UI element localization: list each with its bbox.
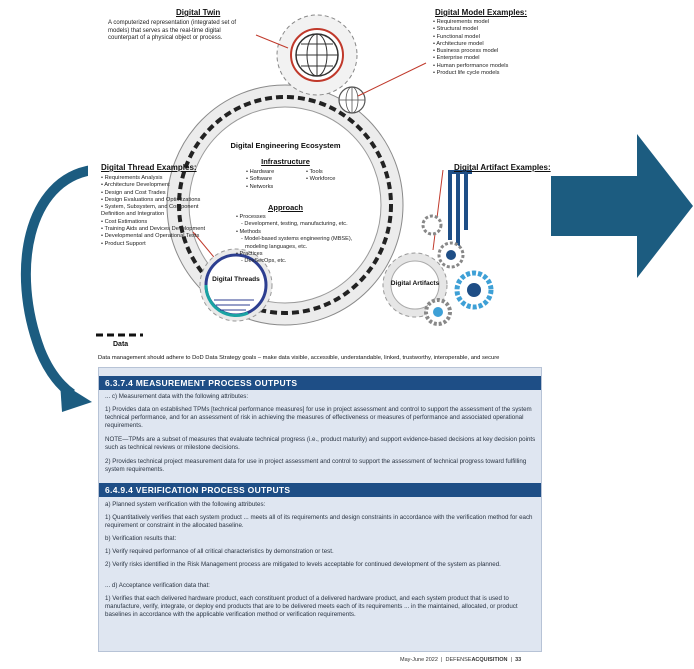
list-item: Architecture model [433,41,508,48]
list-item: Cost Estimations [101,219,213,226]
page-footer: May-June 2022 | DEFENSEACQUISITION | 33 [400,657,522,663]
approach-line: - Development, testing, manufacturing, e… [241,221,348,228]
approach-line: modeling languages, etc. [245,243,308,250]
digital-threads-label: Digital Threads [212,276,260,283]
list-item: Product life cycle models [433,70,508,77]
list-item: Design Evaluations and Optimizations [101,197,213,204]
list-item: Networks [246,184,274,191]
digital-thread-examples-list: Requirements Analysis Architecture Devel… [101,175,213,248]
diagram-graphics [96,14,494,337]
infrastructure-right-list: Tools Workforce [306,169,335,184]
measurement-section-title: 6.3.7.4 MEASUREMENT PROCESS OUTPUTS [99,376,541,390]
digital-artifact-examples-title: Digital Artifact Examples: [454,163,551,172]
digital-artifacts-label: Digital Artifacts [390,280,440,287]
measurement-p2: 1) Provides data on established TPMs [te… [105,406,532,429]
measurement-p1: ... c) Measurement data with the followi… [105,393,249,400]
approach-line: - Model-based systems engineering (MBSE)… [241,236,353,243]
footer-brand-prefix: DEFENSE [445,657,472,663]
verification-p6: ... d) Acceptance verification data that… [105,582,210,589]
verification-p2: 1) Quantitatively verifies that each sys… [105,514,533,529]
list-item: Developmental and Operational Tests [101,233,213,240]
list-item: Business process model [433,48,508,55]
infrastructure-left-list: Hardware Software Networks [246,169,275,191]
list-item: Structural model [433,26,508,33]
list-item: Enterprise model [433,55,508,62]
legend-data-label: Data [113,341,129,348]
approach-lines: • Processes - Development, testing, manu… [236,214,366,266]
verification-p7: 1) Verifies that each delivered hardware… [105,595,518,618]
list-item: Human performance models [433,63,509,70]
digital-engineering-diagram: Digital Twin A computerized representati… [88,0,551,368]
list-item: Software [246,176,274,183]
data-management-note: Data management should adhere to DoD Dat… [98,355,500,361]
measurement-p3: NOTE—TPMs are a subset of measures that … [105,436,536,451]
approach-title: Approach [267,203,303,212]
digital-thread-examples-title: Digital Thread Examples: [101,163,197,172]
infrastructure-title: Infrastructure [261,157,310,166]
verification-p3: b) Verification results that: [105,535,177,542]
digital-twin-title: Digital Twin [176,8,221,17]
right-arrow [545,134,693,278]
list-item: Tools [306,169,335,176]
verification-section-title: 6.4.9.4 VERIFICATION PROCESS OUTPUTS [99,483,541,497]
verification-p1: a) Planned system verification with the … [105,501,266,508]
digital-model-examples-title: Digital Model Examples: [435,8,528,17]
list-item: Requirements Analysis [101,175,213,182]
list-item: Product Support [101,241,213,248]
list-item: Architecture Development [101,182,213,189]
approach-line: • Processes [236,214,266,220]
approach-line: • Practices [236,251,263,258]
footer-brand-main: ACQUISITION [471,657,508,663]
list-item: Training Aids and Devices Development [101,226,213,233]
list-item: Functional model [433,34,508,41]
list-item: Hardware [246,169,275,176]
digital-twin-description: A computerized representation (integrate… [108,20,237,42]
footer-page-number: 33 [515,657,522,663]
measurement-p4: 2) Provides technical project measuremen… [105,458,527,473]
list-item: System, Subsystem, and Component Definit… [101,204,213,219]
footer-date: May-June 2022 [400,657,438,663]
verification-p5: 2) Verify risks identified in the Risk M… [105,561,501,568]
list-item: Workforce [306,176,336,183]
list-item: Requirements model [433,19,508,26]
verification-p4: 1) Verify required performance of all cr… [105,548,334,555]
ecosystem-title: Digital Engineering Ecosystem [230,141,341,150]
digital-model-examples-list: Requirements model Structural model Func… [433,19,508,77]
standards-excerpt-panel: 6.3.7.4 MEASUREMENT PROCESS OUTPUTS ... … [98,367,542,652]
curved-arrow-left [20,165,93,412]
approach-line: • Methods [236,228,261,235]
approach-line: - DevSecOps, etc. [241,258,287,265]
list-item: Design and Cost Trades [101,190,213,197]
